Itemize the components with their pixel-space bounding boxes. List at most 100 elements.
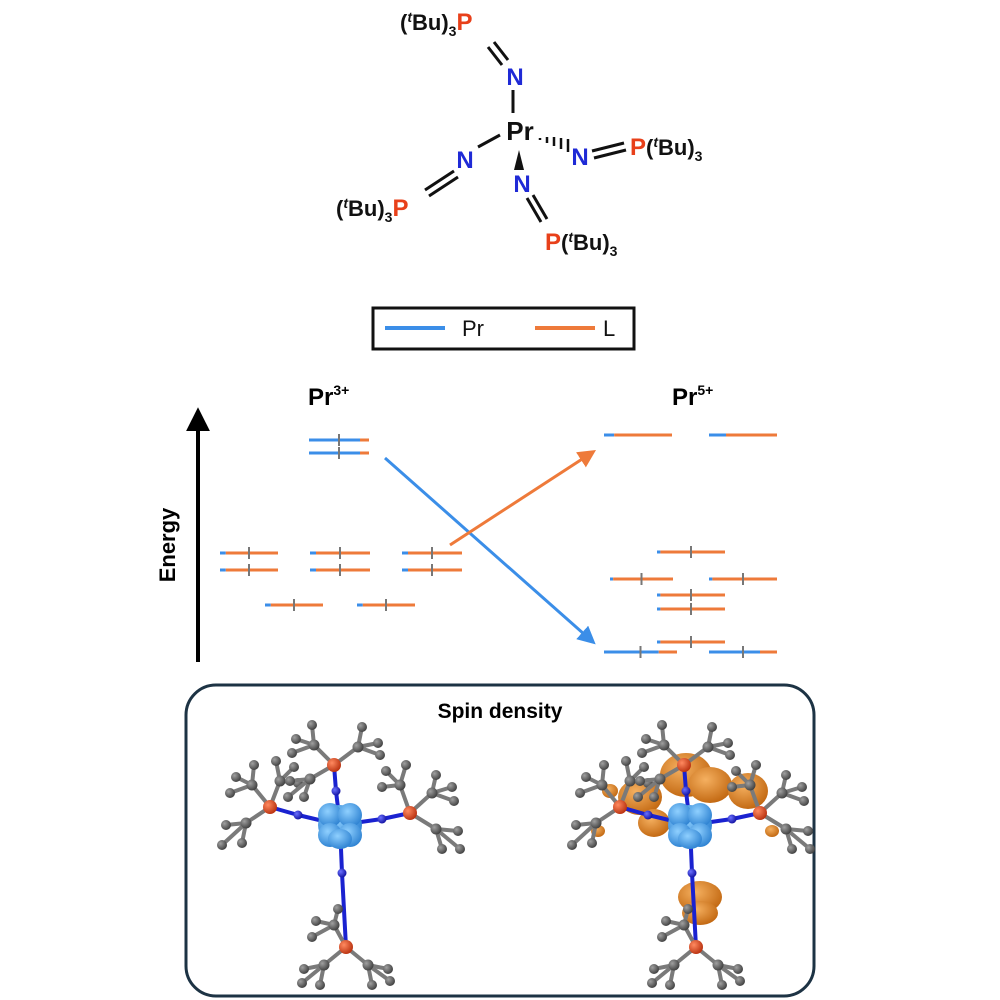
- orbital-level: [402, 564, 462, 576]
- nitrogen-atom: [337, 868, 347, 878]
- bond-n-p-bottom-a: [525, 197, 543, 223]
- carbon-atom: [733, 964, 743, 974]
- carbon-atom: [787, 844, 797, 854]
- carbon-atom: [599, 760, 609, 770]
- carbon-atom: [712, 959, 724, 971]
- carbon-atom: [639, 762, 649, 772]
- carbon-atom: [744, 779, 756, 791]
- orbital-level: [709, 646, 777, 658]
- carbon-atom: [735, 976, 745, 986]
- carbon-atom: [299, 964, 309, 974]
- carbon-atom: [654, 773, 666, 785]
- carbon-atom: [375, 750, 385, 760]
- carbon-atom: [678, 919, 690, 931]
- bond-pr-n-left: [477, 133, 501, 149]
- pr-spin-density: [328, 829, 352, 849]
- nitrogen-atom: [293, 810, 303, 820]
- bond-n-p-right-b: [593, 148, 627, 160]
- levels-pr5: [604, 433, 777, 658]
- carbon-atom: [299, 792, 309, 802]
- phosphorus-atom: [339, 940, 353, 954]
- ligand-left: (tBu)3P: [336, 195, 408, 225]
- legend-label-l: L: [603, 316, 615, 341]
- carbon-atom: [624, 775, 636, 787]
- carbon-atom: [394, 779, 406, 791]
- phosphorus-atom: [753, 806, 767, 820]
- ligand-top: (tBu)3P: [400, 9, 472, 39]
- carbon-atom: [751, 760, 761, 770]
- carbon-atom: [805, 844, 815, 854]
- carbon-atom: [707, 722, 717, 732]
- carbon-atom: [567, 840, 577, 850]
- nitrogen-atom: [643, 810, 653, 820]
- carbon-atom: [377, 782, 387, 792]
- carbon-atom: [449, 796, 459, 806]
- orbital-level: [657, 636, 725, 648]
- orbital-level: [220, 547, 278, 559]
- pr-spin-density: [688, 803, 712, 827]
- ligand-spin-density: [765, 825, 779, 837]
- orbital-level: [310, 564, 370, 576]
- carbon-atom: [725, 750, 735, 760]
- carbon-atom: [401, 760, 411, 770]
- legend: Pr L: [371, 306, 636, 351]
- pr-spin-density: [668, 803, 692, 827]
- carbon-atom: [352, 741, 364, 753]
- legend-label-pr: Pr: [462, 316, 484, 341]
- transition-arrow-blue: [384, 456, 596, 645]
- orbital-level: [402, 547, 462, 559]
- carbon-atom: [437, 844, 447, 854]
- carbon-atom: [447, 782, 457, 792]
- bond-n-p-top-b: [486, 46, 504, 66]
- carbon-atom: [723, 738, 733, 748]
- orbital-level: [610, 573, 673, 585]
- carbon-atom: [596, 779, 608, 791]
- nitrogen-atom: [727, 814, 737, 824]
- atom-n-right: N: [571, 144, 588, 171]
- carbon-atom: [383, 964, 393, 974]
- carbon-atom: [225, 788, 235, 798]
- carbon-atom: [455, 844, 465, 854]
- ligand-right: P(tBu)3: [630, 134, 703, 164]
- nitrogen-atom: [687, 868, 697, 878]
- carbon-atom: [633, 792, 643, 802]
- carbon-atom: [717, 980, 727, 990]
- carbon-atom: [249, 760, 259, 770]
- phosphorus-atom: [677, 758, 691, 772]
- orbital-level: [309, 447, 369, 459]
- carbon-atom: [649, 792, 659, 802]
- nitrogen-atom: [331, 786, 341, 796]
- orbital-level: [657, 603, 725, 615]
- phosphorus-atom: [403, 806, 417, 820]
- atom-n-top: N: [506, 64, 523, 91]
- carbon-atom: [285, 776, 295, 786]
- carbon-atom: [297, 978, 307, 988]
- carbon-atom: [776, 787, 788, 799]
- carbon-atom: [333, 904, 343, 914]
- carbon-atom: [665, 980, 675, 990]
- orbital-level: [709, 573, 777, 585]
- carbon-atom: [237, 838, 247, 848]
- carbon-atom: [803, 826, 813, 836]
- carbon-atom: [637, 748, 647, 758]
- phosphorus-atom: [613, 800, 627, 814]
- orbital-level: [220, 564, 278, 576]
- bond-stick: [340, 871, 348, 949]
- carbon-atom: [217, 840, 227, 850]
- carbon-atom: [657, 720, 667, 730]
- bond-n-p-left-b: [428, 175, 459, 198]
- carbon-atom: [291, 734, 301, 744]
- carbon-atom: [668, 959, 680, 971]
- carbon-atom: [658, 739, 670, 751]
- pr5-label: Pr5+: [672, 382, 713, 411]
- pr-spin-density: [338, 803, 362, 827]
- carbon-atom: [385, 976, 395, 986]
- spin-structure-pr5: [567, 720, 815, 990]
- molecule-structure: Pr N N N N (tBu)3P (tBu)3P P(tBu)3 P(tBu…: [336, 9, 703, 259]
- orbital-level: [310, 547, 370, 559]
- spin-structure-pr3: [217, 720, 465, 990]
- levels-pr3: [220, 434, 462, 611]
- carbon-atom: [328, 919, 340, 931]
- carbon-atom: [304, 773, 316, 785]
